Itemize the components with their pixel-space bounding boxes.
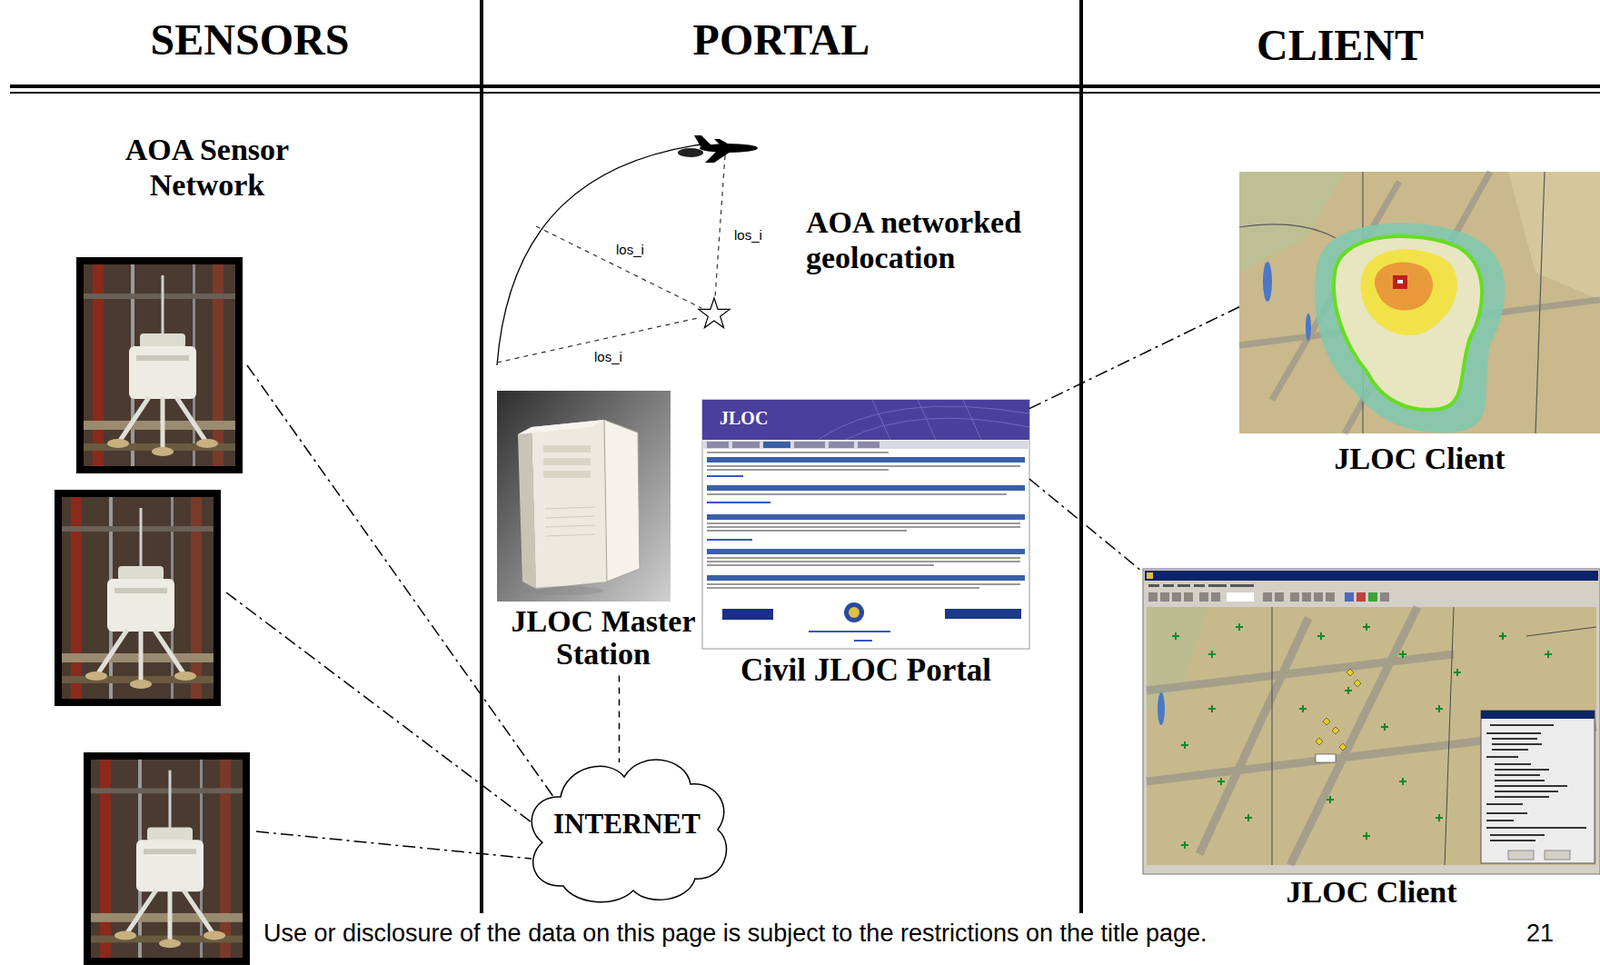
threat-map [1239,171,1600,434]
node-label: INTERNET [553,809,701,840]
footer-notice: Use or disclosure of the data on this pa… [263,919,1208,948]
network-link [618,675,621,763]
internet-cloud: INTERNET [522,740,732,909]
node-label: JLOC Client [1334,442,1506,476]
node-label: JLOC Client [1286,875,1458,909]
server-photo [496,390,671,602]
portal-node: Civil JLOC Portal [702,399,1030,694]
client-map-node: JLOC Client [1239,171,1600,487]
page-number: 21 [1526,919,1554,948]
sensor-photo [76,257,243,474]
sketch-title: AOA networked geolocation [805,204,1079,276]
screenshot-logo: JLOC [719,407,768,429]
line-of-sight-label: los_i [732,227,765,243]
header-rule [9,91,1600,94]
column-header: CLIENT [1090,19,1591,70]
airplane [677,135,758,163]
portal-screenshot [702,399,1030,649]
sensor-photo [54,489,221,706]
group-title: AOA Sensor Network [102,131,312,203]
header-rule [9,84,1600,89]
sensor-photo [83,752,250,965]
line-of-sight-label: los_i [592,348,625,365]
node-label: JLOC Master Station [490,605,716,670]
client-screen-node: JLOC Client [1142,565,1600,915]
node-label: Civil JLOC Portal [740,654,992,688]
falconview-screenshot [1142,568,1600,875]
network-link [1029,478,1143,573]
cloud-shape [531,759,726,903]
line-of-sight-label: los_i [614,241,646,258]
column-header: SENSORS [27,14,473,65]
column-divider [479,0,484,914]
server-node: JLOC Master Station [490,390,716,676]
geolocation-sketch [496,135,758,366]
column-header: PORTAL [490,14,1073,65]
column-divider [1079,0,1084,914]
network-link [1029,307,1240,409]
